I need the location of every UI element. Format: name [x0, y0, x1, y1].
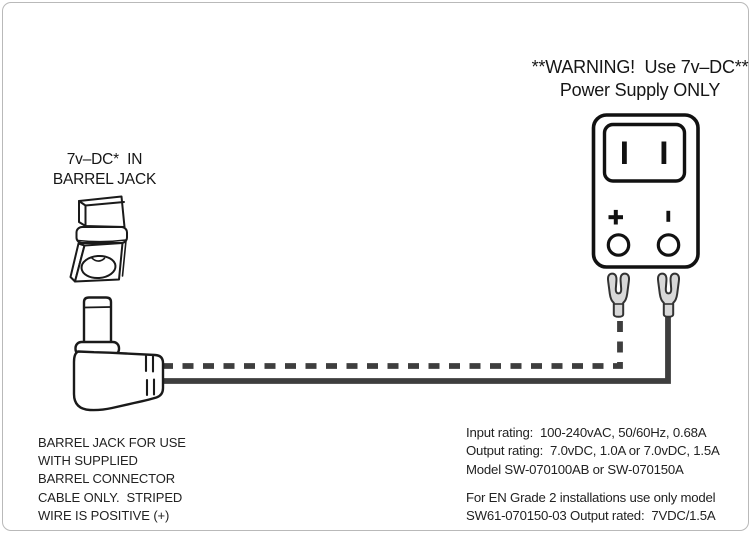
jack-collar: [75, 226, 128, 244]
negative-terminal-icon: [666, 210, 671, 222]
jack-label-line: 7v–DC* IN: [66, 151, 143, 168]
power-supply-drawing: [591, 113, 700, 269]
jack-port-notch: [91, 257, 106, 262]
note-line: WIRE IS POSITIVE (+): [38, 507, 170, 523]
grade2-note: For EN Grade 2 installations use only mo…: [466, 489, 716, 526]
ratings-line: Model SW-070100AB or SW-070150A: [466, 461, 684, 477]
warning-heading: **WARNING! Use 7v–DC** Power Supply ONLY: [500, 56, 751, 101]
ac-inlet-socket: [602, 122, 687, 183]
warning-line: Power Supply ONLY: [559, 79, 721, 100]
jack-upper-box-edges: [78, 200, 125, 227]
plus-vertical-bar: [613, 209, 618, 225]
grade2-line: For EN Grade 2 installations use only mo…: [466, 490, 716, 505]
fork-terminal-blade: [606, 272, 631, 318]
barrel-jack-label: 7v–DC* IN BARREL JACK: [32, 150, 177, 190]
solid-negative-wire: [162, 314, 671, 384]
barrel-jack-note: BARREL JACK FOR USE WITH SUPPLIED BARREL…: [38, 434, 186, 525]
positive-terminal-icon: [608, 209, 623, 225]
barrel-plug-drawing: [72, 296, 165, 412]
plug-strain-relief-ridges: [144, 354, 156, 397]
plug-tip-line: [83, 306, 112, 309]
note-line: CABLE ONLY. STRIPED: [38, 489, 183, 505]
note-line: WITH SUPPLIED: [38, 453, 138, 469]
ratings-line: Input rating: 100-240vAC, 50/60Hz, 0.68A: [466, 425, 707, 440]
positive-terminal-screw: [606, 233, 631, 257]
jack-label-line: BARREL JACK: [52, 171, 157, 188]
fork-terminal: [606, 272, 631, 318]
ratings-note: Input rating: 100-240vAC, 50/60Hz, 0.68A…: [466, 424, 720, 479]
jack-lower-right-edge: [121, 239, 127, 277]
jack-port-opening: [80, 254, 117, 280]
ac-prong-slot-left-icon: [622, 141, 627, 164]
fork-terminal-negative: [656, 272, 681, 318]
ac-prong-slot-right-icon: [661, 141, 667, 164]
negative-terminal-screw: [656, 233, 681, 257]
jack-collar-line: [77, 239, 127, 243]
grade2-line: SW61-070150-03 Output rated: 7VDC/1.5A: [466, 508, 716, 524]
plug-body: [72, 350, 165, 412]
plug-barrel-tip: [82, 296, 113, 350]
note-line: BARREL JACK FOR USE: [38, 435, 186, 450]
warning-line: **WARNING! Use 7v–DC**: [531, 57, 749, 77]
ratings-line: Output rating: 7.0vDC, 1.0A or 7.0vDC, 1…: [466, 443, 720, 459]
note-line: BARREL CONNECTOR: [38, 471, 176, 487]
striped-positive-wire: [162, 313, 623, 369]
barrel-jack-drawing: [69, 195, 128, 283]
